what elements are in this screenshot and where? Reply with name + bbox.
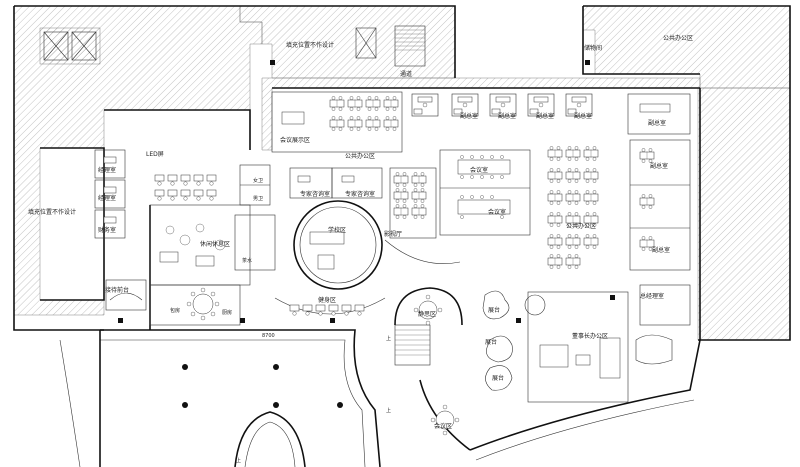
exhibit-stands <box>482 290 513 391</box>
label-film: 影视厅 <box>384 230 402 238</box>
label-kitchen: 厨房 <box>222 309 232 316</box>
label-tea: 茶水 <box>242 257 252 264</box>
label-female-wc: 女卫 <box>253 177 263 184</box>
fitness-area <box>274 297 386 316</box>
label-fill-top: 填充位置不作设计 <box>286 41 334 49</box>
label-leisure: 休闲休息区 <box>200 240 230 248</box>
label-expert-2: 专家咨询室 <box>345 190 375 198</box>
label-exhibit-3: 展台 <box>492 374 504 382</box>
hatch-corridor-band <box>261 77 701 151</box>
quiet-round <box>394 287 471 451</box>
label-quiet: 静思区 <box>418 310 436 318</box>
label-up-1: 上 <box>386 335 391 342</box>
wc-expert <box>239 164 383 206</box>
right-office-grid <box>547 139 691 271</box>
label-meeting-round: 会议区 <box>434 422 452 430</box>
label-chairman: 董事长办公区 <box>572 332 608 340</box>
label-meeting-1: 会议室 <box>470 166 488 174</box>
label-vice-1: 副总室 <box>460 112 478 120</box>
label-dim-1: 8700 <box>262 333 275 339</box>
label-meeting-display: 会议展示区 <box>280 136 310 144</box>
hatch-elevator-block <box>39 27 101 65</box>
label-vice-3: 副总室 <box>536 112 554 120</box>
label-vice-6: 副总室 <box>650 162 668 170</box>
label-fitness: 健身区 <box>318 296 336 304</box>
label-vice-5: 副总室 <box>648 119 666 127</box>
elevators <box>43 27 377 61</box>
label-public-office-mid: 公共办公区 <box>345 152 375 160</box>
vice-cells-top <box>411 93 691 135</box>
columns <box>118 60 615 408</box>
label-expert-1: 专家咨询室 <box>300 190 330 198</box>
curved-walls <box>59 329 701 467</box>
hatched-fill-zones <box>13 5 791 341</box>
stairs-top <box>394 25 426 67</box>
film-hall <box>384 167 461 264</box>
label-vice-7: 副总室 <box>652 246 670 254</box>
label-up-2: 上 <box>386 407 391 414</box>
label-public-office-right: 公共办公区 <box>566 222 596 230</box>
label-school-area: 学校区 <box>328 226 346 234</box>
leisure-lounge <box>159 214 276 271</box>
top-office-workstations <box>271 91 403 153</box>
label-fill-left: 填充位置不作设计 <box>28 208 76 216</box>
label-meeting-2: 会议室 <box>488 208 506 216</box>
label-finance: 财务室 <box>98 226 116 234</box>
label-exhibit-2: 展台 <box>485 338 497 346</box>
label-male-wc: 男卫 <box>253 196 263 202</box>
label-manager-2: 经理室 <box>98 194 116 202</box>
hatch-right-top <box>582 5 791 89</box>
meeting-rooms <box>439 149 531 236</box>
school-area-round <box>293 200 383 290</box>
label-storage: 储物间 <box>584 44 602 52</box>
hatch-right-side <box>690 87 791 341</box>
label-vice-2: 副总室 <box>498 112 516 120</box>
label-baoxiang: 包房 <box>170 307 180 314</box>
stairs-center <box>394 324 431 366</box>
label-public-office-top: 公共办公区 <box>663 34 693 42</box>
round-table-left <box>149 284 241 326</box>
label-corridor: 通道 <box>400 70 412 78</box>
label-reception: 接待前台 <box>105 286 129 294</box>
label-up-3: 上 <box>236 457 241 464</box>
label-manager-1: 经理室 <box>98 166 116 174</box>
label-exhibit-1: 展台 <box>488 306 500 314</box>
label-vice-4: 副总室 <box>574 112 592 120</box>
room-labels: 填充位置不作设计 填充位置不作设计 通道 储物间 公共办公区 会议展示区 公共办… <box>28 34 693 464</box>
label-led: LED屏 <box>146 151 164 158</box>
label-general-mgr: 总经理室 <box>640 292 664 300</box>
left-rooms <box>94 149 147 311</box>
chairman-office <box>524 284 691 403</box>
